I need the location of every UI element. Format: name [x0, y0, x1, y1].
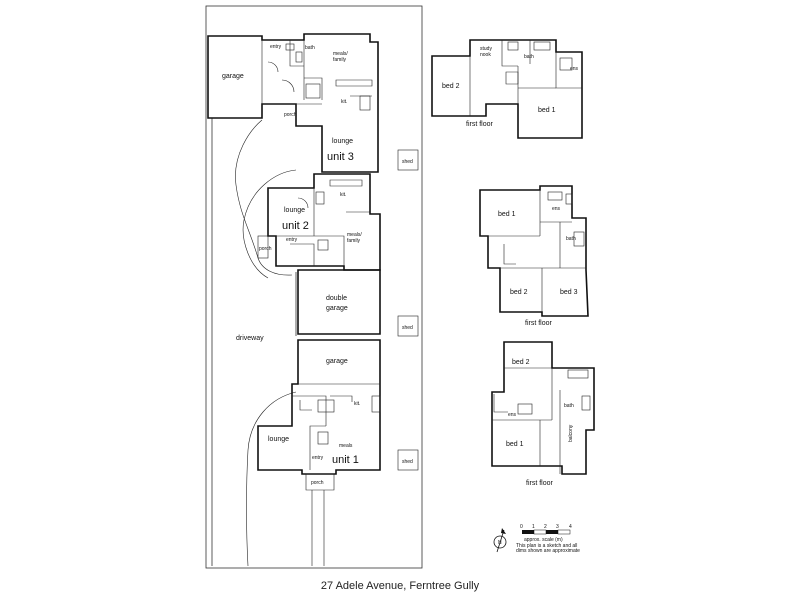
- unit1-kit-label: kit.: [354, 401, 360, 407]
- ff3-ens-label: ens: [570, 66, 579, 72]
- unit2-kit-label: kit.: [340, 192, 346, 198]
- unit1-garage-label: garage: [326, 358, 348, 365]
- scale-tick-4: 4: [569, 524, 572, 530]
- unit3-ground: garage entry bath meals/ family kit. por…: [207, 33, 419, 173]
- ff1-ens-label: ens: [508, 412, 517, 418]
- ff2-floor-label: first floor: [525, 320, 553, 327]
- unit2-garage-label: double: [326, 295, 347, 302]
- unit1-first-floor: bed 2 ens bath bed 1 balcony first floor: [491, 341, 595, 487]
- unit2-first-floor: bed 1 ens bath bed 2 bed 3 first floor: [479, 185, 589, 327]
- scale-tick-1: 1: [532, 524, 535, 530]
- unit2-lounge-label: lounge: [284, 207, 305, 214]
- ff1-bed2-label: bed 2: [512, 359, 530, 366]
- ff2-bath-label: bath: [566, 236, 576, 242]
- unit1-entry-label: entry: [312, 455, 324, 461]
- ff3-bed2-label: bed 2: [442, 83, 460, 90]
- unit1-meals-label: meals: [339, 443, 353, 449]
- scale-bar: 0 1 2 3 4 approx. scale (m) This plan is…: [516, 524, 580, 554]
- scale-tick-3: 3: [556, 524, 559, 530]
- ff2-bed2-label: bed 2: [510, 289, 528, 296]
- unit1-lounge-label: lounge: [268, 436, 289, 443]
- unit2-meals-label: meals/: [347, 232, 362, 238]
- scale-note-1: This plan is a sketch and all: [516, 543, 577, 549]
- ff1-bath-label: bath: [564, 403, 574, 409]
- unit3-porch-label: porch: [284, 112, 297, 118]
- unit2-porch-label: porch: [259, 246, 272, 252]
- ff3-study-label: study: [480, 46, 492, 52]
- ff1-balcony-label: balcony: [568, 424, 574, 442]
- unit3-meals-label: meals/: [333, 51, 348, 57]
- ff2-ens-label: ens: [552, 206, 561, 212]
- scale-tick-0: 0: [520, 524, 523, 530]
- ff1-bed1-label: bed 1: [506, 441, 524, 448]
- scale-tick-2: 2: [544, 524, 547, 530]
- unit1-shed-label: shed: [402, 459, 413, 465]
- unit2-family-label: family: [347, 238, 361, 244]
- ff3-bath-label: bath: [524, 54, 534, 60]
- driveway-label: driveway: [236, 335, 264, 342]
- north-arrow-icon: N: [493, 528, 507, 553]
- site-boundary: [205, 5, 423, 569]
- driveway: driveway: [211, 118, 297, 567]
- unit3-garage-label: garage: [222, 73, 244, 80]
- unit3-family-label: family: [333, 57, 347, 63]
- unit3-entry-label: entry: [270, 44, 282, 50]
- ff3-nook-label: nook: [480, 52, 491, 58]
- unit1-porch-label: porch: [311, 480, 324, 486]
- unit2-name: unit 2: [282, 220, 309, 232]
- ff3-floor-label: first floor: [466, 121, 494, 128]
- unit2-garage-label-2: garage: [326, 305, 348, 312]
- unit2-shed-label: shed: [402, 325, 413, 331]
- scale-title: approx. scale (m): [524, 537, 563, 543]
- unit2-ground: kit. lounge unit 2 meals/ family entry p…: [257, 173, 419, 337]
- ff1-floor-label: first floor: [526, 480, 554, 487]
- ff2-bed1-label: bed 1: [498, 211, 516, 218]
- unit3-lounge-label: lounge: [332, 138, 353, 145]
- unit2-entry-label: entry: [286, 237, 298, 243]
- ff3-bed1-label: bed 1: [538, 107, 556, 114]
- unit3-shed-label: shed: [402, 159, 413, 165]
- unit1-ground: garage kit. lounge meals entry unit 1 po…: [257, 339, 419, 566]
- unit3-kit-label: kit.: [341, 99, 347, 105]
- property-caption: 27 Adele Avenue, Ferntree Gully: [320, 580, 480, 592]
- unit3-first-floor: bed 2 study nook bath ens bed 1 first fl…: [431, 39, 583, 139]
- scale-note-2: dims shown are approximate: [516, 548, 580, 554]
- unit3-name: unit 3: [327, 151, 354, 163]
- unit1-name: unit 1: [332, 454, 359, 466]
- north-label: N: [498, 540, 502, 546]
- ff2-bed3-label: bed 3: [560, 289, 578, 296]
- unit3-bath-label: bath: [305, 45, 315, 51]
